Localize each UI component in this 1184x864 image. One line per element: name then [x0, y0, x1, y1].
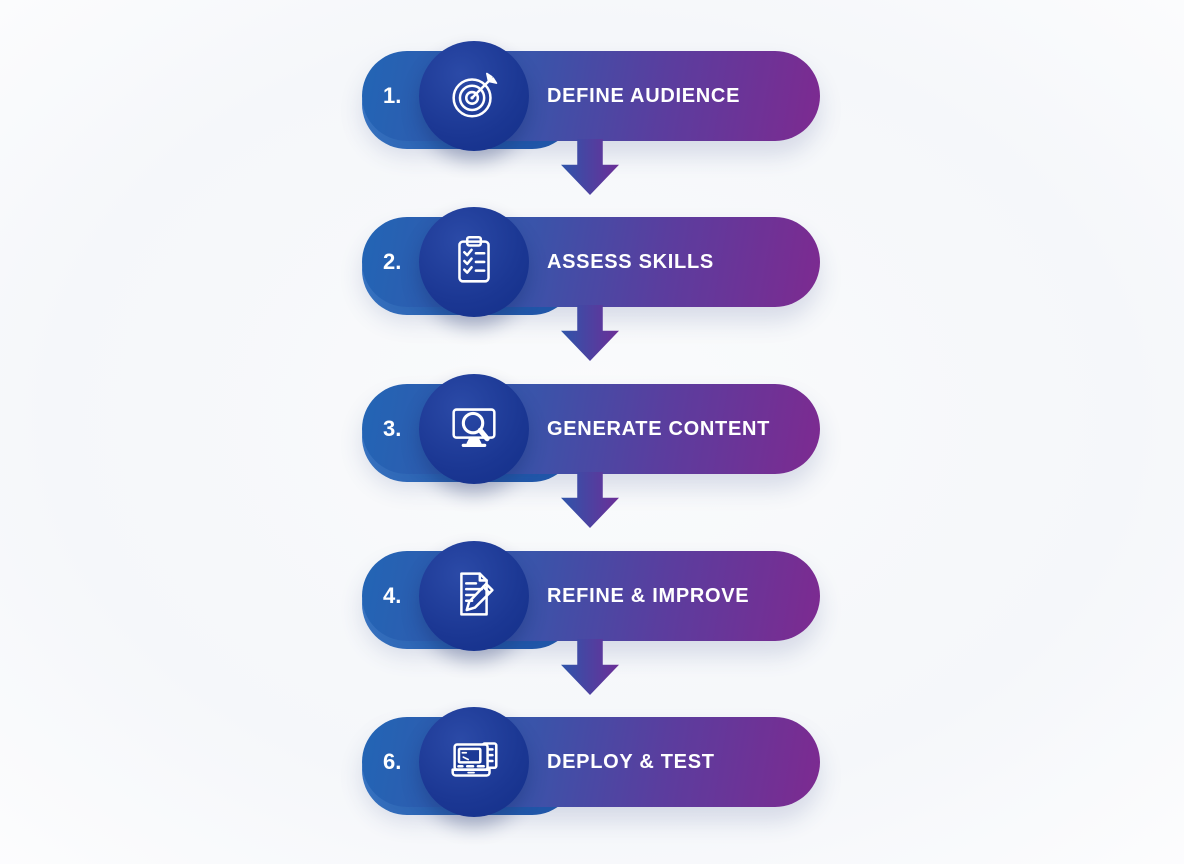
step-icon-circle [419, 374, 529, 484]
down-arrow-icon [561, 305, 619, 361]
step-number: 4. [383, 583, 402, 608]
step-icon-circle [419, 707, 529, 817]
step-icon-circle [419, 207, 529, 317]
step-row-generate-content: 3. GENERATE CONTENT [362, 374, 820, 484]
step-row-refine-improve: 4. REFINE & IMPROVE [362, 541, 820, 651]
document-pencil-icon [443, 563, 505, 630]
step-label: DEFINE AUDIENCE [547, 84, 741, 107]
step-label: GENERATE CONTENT [547, 417, 771, 440]
step-row-deploy-test: 6. DEPLOY & [362, 707, 820, 817]
step-icon-circle [419, 541, 529, 651]
step-label: DEPLOY & TEST [547, 750, 715, 773]
monitor-search-icon [443, 396, 505, 463]
step-label: ASSESS SKILLS [547, 250, 714, 273]
step-number: 6. [383, 749, 402, 774]
down-arrow-icon [561, 139, 619, 195]
down-arrow-icon [561, 639, 619, 695]
down-arrow-icon [561, 472, 619, 528]
clipboard-checklist-icon [443, 229, 505, 296]
step-icon-circle [419, 41, 529, 151]
step-label: REFINE & IMPROVE [547, 584, 750, 607]
step-row-assess-skills: 2. ASSESS SKILLS [362, 207, 820, 317]
step-number: 1. [383, 83, 402, 108]
step-number: 2. [383, 249, 402, 274]
step-row-define-audience: 1. DEFINE AUDIENCE [362, 41, 820, 151]
target-icon [443, 63, 505, 130]
laptop-checklist-icon [443, 729, 505, 796]
step-number: 3. [383, 416, 402, 441]
